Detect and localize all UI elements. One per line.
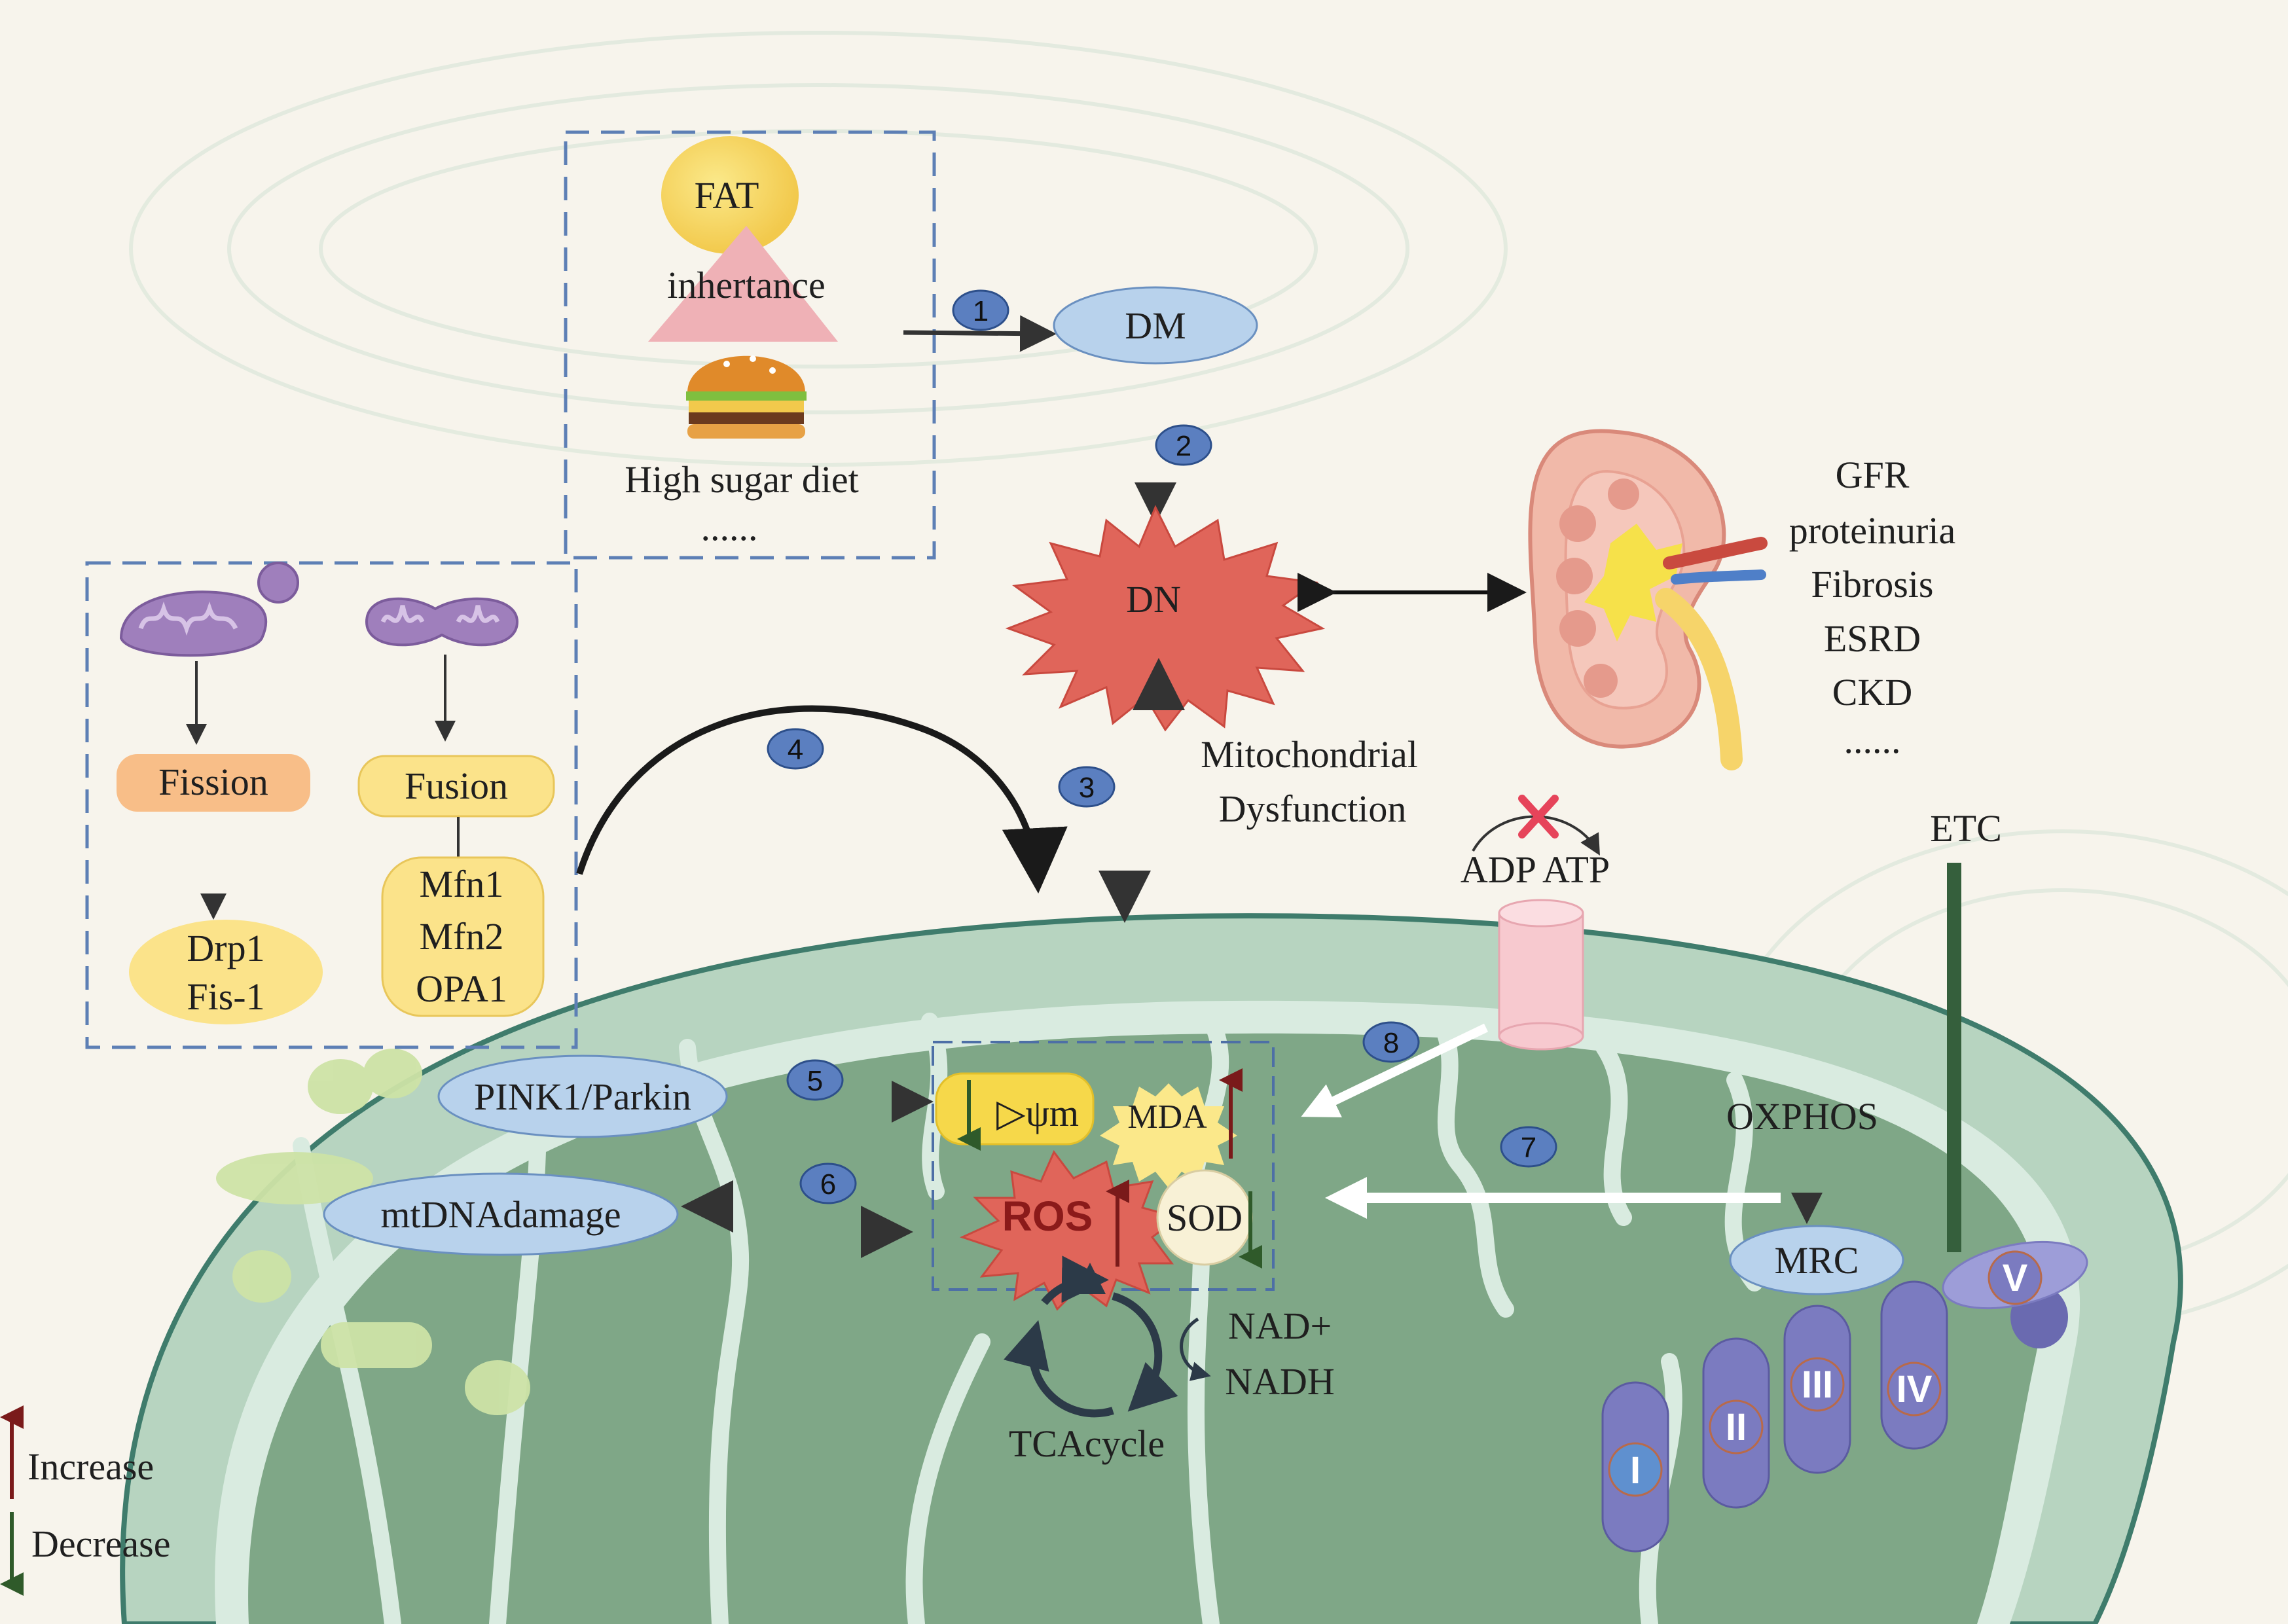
legend-decrease-label: Decrease <box>31 1523 171 1565</box>
kidney-icon <box>1528 429 1768 770</box>
svg-text:2: 2 <box>1176 430 1191 462</box>
svg-text:4: 4 <box>788 734 803 766</box>
svg-text:3: 3 <box>1079 772 1095 804</box>
arrow-dynamics-to-mito <box>576 705 1068 893</box>
blocked-x-icon <box>1518 795 1559 839</box>
dn-label: DN <box>1126 578 1181 621</box>
svg-text:I: I <box>1630 1449 1641 1492</box>
outcome-esrd: ESRD <box>1824 617 1921 660</box>
atp-synthase-icon <box>1498 899 1584 1051</box>
fission-mito-icon <box>119 562 299 657</box>
dn-node <box>1005 505 1326 732</box>
step-badge-3: 3 <box>1058 766 1116 808</box>
mfn1-label: Mfn1 <box>420 863 504 905</box>
fusion-box <box>357 755 555 818</box>
fusion-proteins <box>381 856 545 1017</box>
diet-label: High sugar diet <box>625 458 859 501</box>
risk-factors-box: FAT inhertance High sugar diet ...... <box>564 130 936 560</box>
mfn2-label: Mfn2 <box>420 915 504 958</box>
mtdna-damage-node <box>323 1172 679 1256</box>
step-badge-6: 6 <box>799 1163 857 1204</box>
kidney-outcomes: GFR proteinuria Fibrosis ESRD CKD ...... <box>1789 454 1955 761</box>
legend-increase-label: Increase <box>27 1445 154 1488</box>
dynamics-box-border <box>85 561 578 1049</box>
oxphos-label: OXPHOS <box>1726 1095 1878 1138</box>
complex-iv: IV <box>1880 1280 1948 1450</box>
mrc-node <box>1729 1225 1904 1295</box>
svg-text:5: 5 <box>807 1065 823 1097</box>
mtdna-damage-label: mtDNAdamage <box>380 1193 621 1236</box>
fission-label: Fission <box>158 761 268 803</box>
inheritance-triangle <box>648 226 838 342</box>
dynamics-box: Fission Drp1 Fis-1 Fusion Mfn1 Mfn2 OPA1 <box>85 561 578 1049</box>
complex-iii: III <box>1783 1305 1851 1474</box>
drp1-label: Drp1 <box>187 927 264 969</box>
complex-ii: II <box>1702 1337 1770 1509</box>
complex-v: V <box>1942 1240 2088 1348</box>
arrow-atp-to-box <box>1301 1023 1489 1118</box>
step-badge-8: 8 <box>1362 1021 1420 1063</box>
fis1-label: Fis-1 <box>187 975 264 1018</box>
step-badge-4: 4 <box>767 728 824 770</box>
step-badge-7: 7 <box>1500 1126 1557 1168</box>
fusion-label: Fusion <box>405 765 508 807</box>
respiratory-complexes: I II III IV V <box>1601 1240 2088 1553</box>
mito-granules <box>216 1049 530 1415</box>
svg-text:7: 7 <box>1521 1132 1536 1164</box>
etc-bar <box>1947 863 1961 1252</box>
step-badge-2: 2 <box>1155 424 1212 466</box>
svg-text:1: 1 <box>973 295 989 327</box>
dpsi-label: ▷ψm <box>996 1092 1079 1134</box>
legend: Increase Decrease <box>0 1405 171 1596</box>
tca-cycle-label: TCAcycle <box>1009 1422 1165 1465</box>
dm-label: DM <box>1125 304 1186 347</box>
step-badge-1: 1 <box>952 289 1009 331</box>
step-badge-5: 5 <box>786 1059 844 1101</box>
opa1-label: OPA1 <box>416 967 507 1010</box>
etc-label: ETC <box>1930 807 2002 850</box>
dm-node <box>1053 286 1258 365</box>
fusion-mito-icon <box>365 597 519 647</box>
outcome-fibrosis: Fibrosis <box>1811 563 1934 605</box>
pink1-parkin-label: PINK1/Parkin <box>474 1075 691 1118</box>
mito-dysfunction-label-2: Dysfunction <box>1219 787 1407 830</box>
dpsi-box <box>935 1072 1095 1146</box>
risk-ellipsis: ...... <box>701 506 758 549</box>
fat-icon <box>661 136 799 254</box>
outcome-proteinuria: proteinuria <box>1789 509 1955 552</box>
mda-node <box>1100 1083 1237 1188</box>
nad-nadh-arrow <box>1180 1317 1211 1381</box>
fission-box <box>117 754 310 812</box>
mda-label: MDA <box>1127 1098 1207 1136</box>
arrow-risk-to-dm <box>903 315 1057 352</box>
mrc-label: MRC <box>1775 1239 1859 1282</box>
outcome-ellipsis: ...... <box>1844 719 1901 761</box>
svg-text:IV: IV <box>1897 1368 1933 1411</box>
risk-box-border <box>564 130 936 560</box>
mito-dysfunction-label-1: Mitochondrial <box>1201 733 1418 776</box>
pink1-parkin-node <box>437 1055 728 1138</box>
adp-atp-label: ADP ATP <box>1461 848 1610 891</box>
sod-label: SOD <box>1167 1197 1243 1239</box>
svg-text:II: II <box>1726 1406 1747 1449</box>
outcome-ckd: CKD <box>1832 671 1912 713</box>
svg-text:6: 6 <box>820 1168 836 1200</box>
svg-text:III: III <box>1802 1363 1833 1406</box>
nadh-label: NADH <box>1225 1360 1335 1403</box>
nad-label: NAD+ <box>1228 1305 1332 1347</box>
burger-icon <box>686 355 807 439</box>
complex-i: I <box>1601 1381 1669 1553</box>
ros-label: ROS <box>1002 1193 1093 1240</box>
inheritance-label: inhertance <box>667 264 826 306</box>
fat-label: FAT <box>695 174 759 217</box>
outcome-gfr: GFR <box>1836 454 1910 496</box>
svg-text:8: 8 <box>1383 1027 1399 1059</box>
fission-proteins <box>129 920 323 1024</box>
svg-text:V: V <box>2003 1257 2028 1299</box>
